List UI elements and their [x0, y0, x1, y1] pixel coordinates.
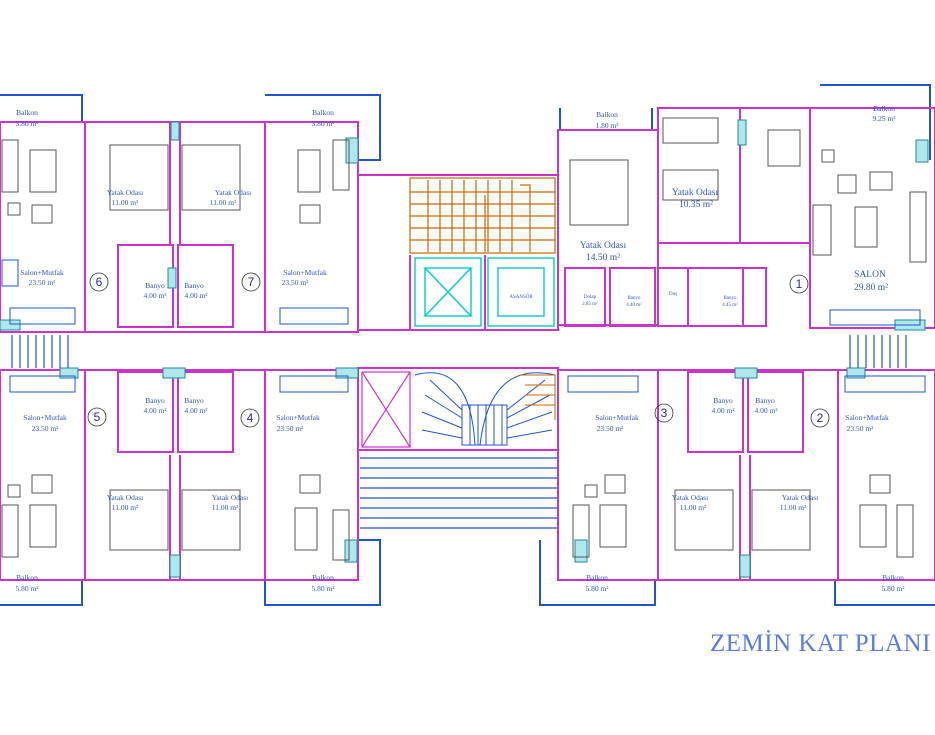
bed-label-6: Yatak Odası — [107, 188, 144, 197]
bed-area-5: 11.00 m² — [112, 503, 139, 512]
balkon-area-1: 9.25 m² — [872, 114, 896, 123]
unit-number-5: 5 — [94, 410, 101, 424]
banyo-label-7: Banyo — [184, 281, 204, 290]
spiral-stair-orange — [520, 374, 556, 420]
balkon-area-3: 5.80 m² — [585, 584, 609, 593]
salon-area-4: 23.50 m² — [277, 424, 305, 433]
salon-area-2: 23.50 m² — [847, 424, 875, 433]
unit-number-circles — [87, 272, 830, 428]
banyo-area-5: 4.00 m² — [143, 406, 167, 415]
bed-label-7: Yatak Odası — [215, 188, 252, 197]
balkon-area-4: 5.80 m² — [311, 584, 335, 593]
unit-number-2: 2 — [817, 411, 824, 425]
banyo-label-3: Banyo — [713, 396, 733, 405]
banyo2-label-1: Banyo — [723, 296, 737, 301]
salon-area-5: 23.50 m² — [32, 424, 60, 433]
balkon-label-1-small: Balkon — [596, 110, 618, 119]
salon-label-3: Salon+Mutfak — [595, 413, 639, 422]
bed-label-2: Yatak Odası — [782, 493, 819, 502]
banyo-label-2: Banyo — [755, 396, 775, 405]
elevator-left — [414, 257, 482, 327]
dolap-label-1: Dolap — [584, 295, 597, 300]
bed-area-7: 11.00 m² — [210, 198, 237, 207]
plan-title: ZEMİN KAT PLANI — [710, 630, 931, 657]
salon-area-7: 23.50 m² — [282, 278, 310, 287]
bed-area-2: 11.00 m² — [780, 503, 807, 512]
balconies — [0, 84, 935, 606]
banyo-area-4: 4.00 m² — [184, 406, 208, 415]
bed2-area-1: 10.35 m² — [679, 200, 713, 210]
shaft-boxes — [361, 371, 411, 448]
balkon-area-1-small: 1.80 m² — [595, 121, 619, 130]
salon-label-7: Salon+Mutfak — [283, 268, 327, 277]
banyo-area-7: 4.00 m² — [184, 291, 208, 300]
dolap-area-1: 2.85 m² — [582, 301, 598, 307]
unit-number-7: 7 — [248, 275, 255, 289]
bed-label-5: Yatak Odası — [107, 493, 144, 502]
unit-number-1: 1 — [796, 277, 803, 291]
kitchen-counters — [1, 259, 926, 393]
unit-number-3: 3 — [661, 406, 668, 420]
banyo-area-6: 4.00 m² — [143, 291, 167, 300]
elevator-label: ASANSÖR — [509, 294, 533, 300]
unit-number-6: 6 — [96, 275, 103, 289]
balkon-label-1: Balkon — [873, 104, 895, 113]
salon-label-5: Salon+Mutfak — [23, 413, 67, 422]
banyo-label-5: Banyo — [145, 396, 165, 405]
bed-label-4: Yatak Odası — [212, 493, 249, 502]
bed1-area-1: 14.50 m² — [586, 253, 620, 263]
balkon-area-2: 5.80 m² — [881, 584, 905, 593]
balkon-label-7: Balkon — [312, 108, 334, 117]
banyo1-area-1: 4.40 m² — [626, 302, 642, 308]
balkon-label-2: Balkon — [882, 573, 904, 582]
salon-label-2: Salon+Mutfak — [845, 413, 889, 422]
banyo2-area-1: 4.45 m² — [722, 302, 738, 308]
salon-label-4: Salon+Mutfak — [276, 413, 320, 422]
salon-label-6: Salon+Mutfak — [20, 268, 64, 277]
banyo-label-4: Banyo — [184, 396, 204, 405]
dus-label-1: Duş — [669, 292, 677, 297]
walls — [0, 107, 935, 581]
elevator-right — [487, 257, 555, 327]
bed1-label-1: Yatak Odası — [580, 241, 627, 251]
main-staircase — [409, 177, 556, 254]
bed2-label-1: Yatak Odası — [672, 188, 719, 198]
salon-area-1: 29.80 m² — [854, 283, 888, 293]
banyo1-label-1: Banyo — [627, 296, 641, 301]
furniture — [1, 117, 927, 561]
salon-area-3: 23.50 m² — [597, 424, 625, 433]
salon-area-6: 23.50 m² — [29, 278, 57, 287]
bed-area-4: 11.00 m² — [212, 503, 239, 512]
balkon-label-5: Balkon — [16, 573, 38, 582]
balkon-area-5: 5.80 m² — [15, 584, 39, 593]
unit-number-4: 4 — [247, 411, 254, 425]
spiral-staircase — [414, 372, 556, 446]
balkon-area-7: 5.80 m² — [311, 119, 335, 128]
bed-label-3: Yatak Odası — [672, 493, 709, 502]
banyo-label-6: Banyo — [145, 281, 165, 290]
balkon-area-6: 5.80 m² — [15, 119, 39, 128]
banyo-area-3: 4.00 m² — [711, 406, 735, 415]
banyo-area-2: 4.00 m² — [754, 406, 778, 415]
corridor-steps — [11, 335, 907, 529]
bed-area-6: 11.00 m² — [112, 198, 139, 207]
balkon-label-6: Balkon — [16, 108, 38, 117]
balkon-label-3: Balkon — [586, 573, 608, 582]
balkon-label-4: Balkon — [312, 573, 334, 582]
salon-label-1: SALON — [854, 270, 886, 280]
bed-area-3: 11.00 m² — [680, 503, 707, 512]
